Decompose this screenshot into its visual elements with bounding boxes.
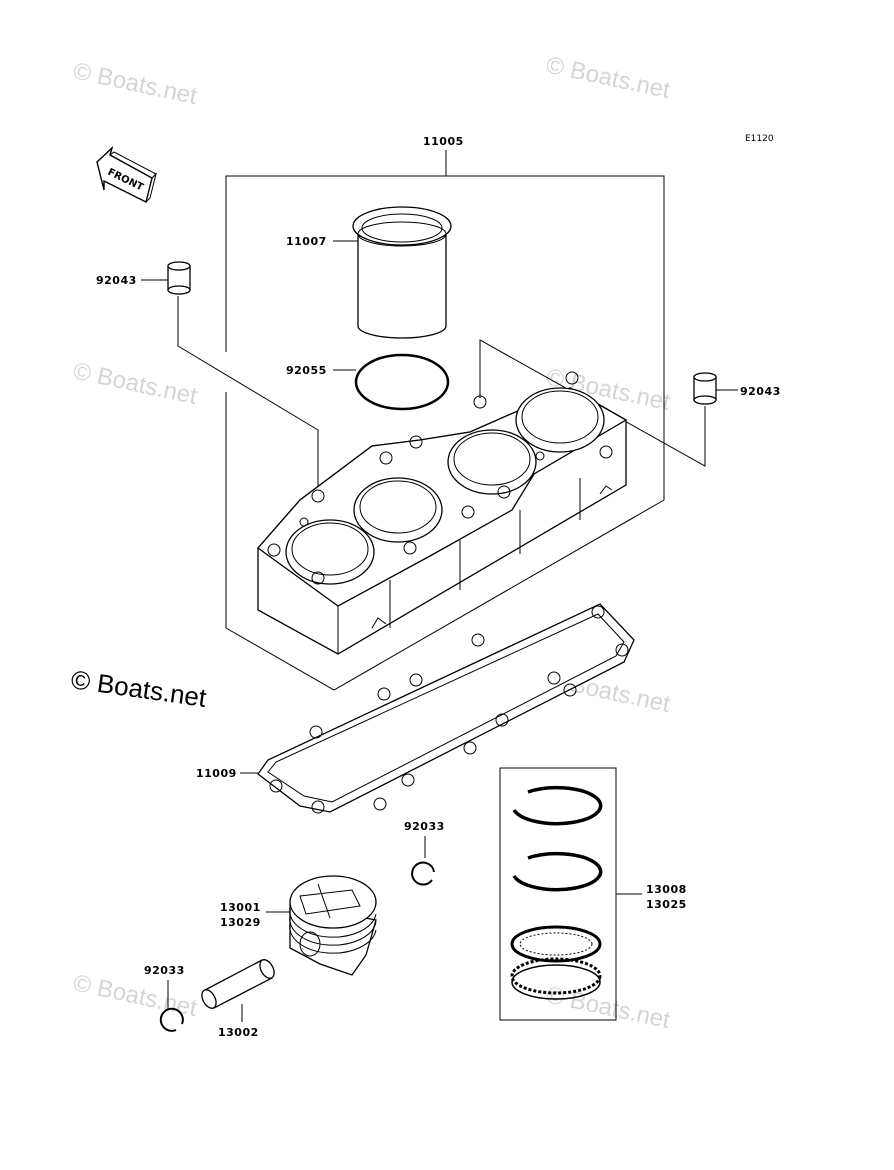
front-arrow-icon: FRONT xyxy=(96,145,157,204)
part-label-13025: 13025 xyxy=(646,898,687,911)
part-label-92043-right: 92043 xyxy=(740,385,781,398)
base-gasket: 11009 xyxy=(196,603,635,814)
circlip-lower: 92033 xyxy=(144,964,185,1032)
piston-pin: 13002 xyxy=(201,959,275,1039)
part-label-13002: 13002 xyxy=(218,1026,259,1039)
part-label-13008: 13008 xyxy=(646,883,687,896)
part-label-11009: 11009 xyxy=(196,767,237,780)
part-label-92055: 92055 xyxy=(286,364,327,377)
circlip-upper: 92033 xyxy=(404,820,445,886)
part-label-92043-left: 92043 xyxy=(96,274,137,287)
part-label-11007: 11007 xyxy=(286,235,327,248)
cylinder-sleeve: 11007 xyxy=(286,206,452,339)
part-label-11005: 11005 xyxy=(423,135,464,148)
cylinder-assy-bracket: 11005 xyxy=(225,135,665,691)
dowel-pin-left: 92043 xyxy=(96,261,319,492)
cylinder-block xyxy=(257,371,628,655)
piston: 13001 13029 xyxy=(220,875,377,976)
watermark-main: © Boats.net xyxy=(69,664,209,713)
part-label-13029: 13029 xyxy=(220,916,261,929)
dowel-pin-right: 92043 xyxy=(479,339,781,467)
part-label-92033-lower: 92033 xyxy=(144,964,185,977)
diagram-code: E1120 xyxy=(745,134,774,144)
part-label-92033-upper: 92033 xyxy=(404,820,445,833)
watermark-top-left: © Boats.net xyxy=(71,57,200,110)
piston-ring-set: 13008 13025 xyxy=(499,767,687,1021)
part-label-13001: 13001 xyxy=(220,901,261,914)
watermark-mid-left: © Boats.net xyxy=(71,357,200,410)
o-ring: 92055 xyxy=(286,353,450,411)
watermark-top-right: © Boats.net xyxy=(544,51,673,104)
watermark-bottom-right: © Boats.net xyxy=(544,981,673,1034)
